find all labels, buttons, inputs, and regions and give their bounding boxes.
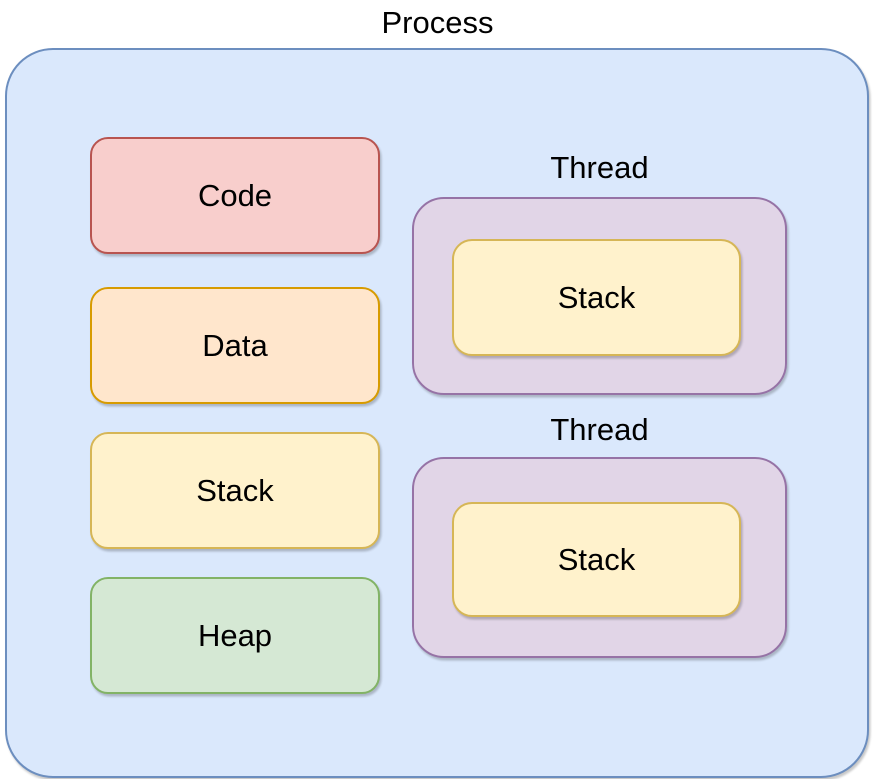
heap-segment-box: Heap — [90, 577, 380, 694]
stack-segment-box: Stack — [90, 432, 380, 549]
thread-2-title: Thread — [550, 412, 649, 447]
thread-1-stack-box: Stack — [452, 239, 741, 356]
thread-1-box: Stack — [412, 197, 787, 395]
process-title: Process — [381, 5, 494, 40]
thread-2-box: Stack — [412, 457, 787, 658]
data-segment-label: Data — [202, 327, 268, 363]
stack-segment-label: Stack — [196, 472, 274, 508]
code-segment-label: Code — [197, 177, 273, 213]
thread-1-stack-label: Stack — [557, 279, 636, 315]
thread-2-stack-label: Stack — [557, 541, 636, 577]
thread-1-title: Thread — [550, 150, 649, 185]
code-segment-box: Code — [90, 137, 380, 254]
thread-2-stack-box: Stack — [452, 502, 741, 617]
heap-segment-label: Heap — [197, 617, 273, 653]
data-segment-box: Data — [90, 287, 380, 404]
